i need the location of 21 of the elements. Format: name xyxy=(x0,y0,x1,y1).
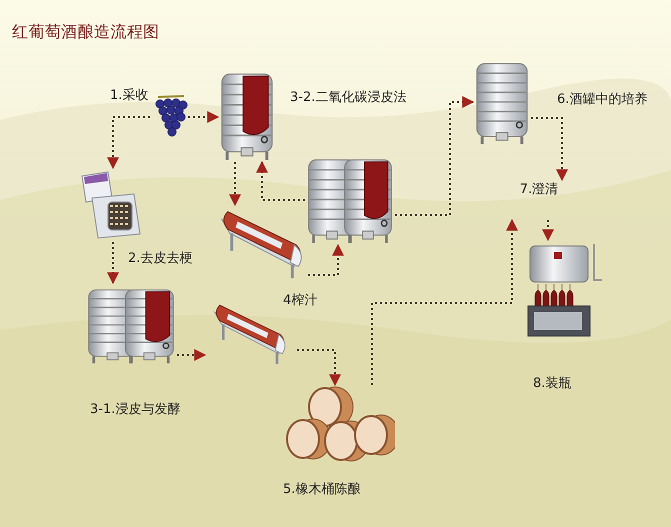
dotted-arrow xyxy=(256,160,305,201)
stage-label: 1.采收 xyxy=(110,87,148,105)
stage-label: 7.澄清 xyxy=(505,180,573,220)
dotted-arrow xyxy=(531,117,568,182)
stage-label: 2.去皮去梗 xyxy=(128,250,192,268)
dotted-arrow xyxy=(107,116,150,170)
dotted-arrow xyxy=(395,96,474,216)
dotted-arrow xyxy=(308,244,344,276)
dotted-arrow xyxy=(297,349,341,386)
stage-label: 4榨汁 xyxy=(283,292,318,310)
stage-label: 5.橡木桶陈酿 xyxy=(283,481,360,499)
dotted-arrow xyxy=(542,220,554,242)
dotted-arrow xyxy=(107,242,119,284)
stage-label: 3-2.二氧化碳浸皮法 xyxy=(290,89,406,107)
stage-label: 6.酒罐中的培养 xyxy=(557,91,648,109)
stage-label: 8.装瓶 xyxy=(533,375,572,393)
dotted-arrow xyxy=(177,349,206,361)
dotted-arrow xyxy=(371,218,518,385)
stage-label: 3-1.浸皮与发酵 xyxy=(90,401,180,419)
dotted-arrow xyxy=(188,111,220,123)
diagram-title: 红葡萄酒酿造流程图 xyxy=(12,21,160,43)
